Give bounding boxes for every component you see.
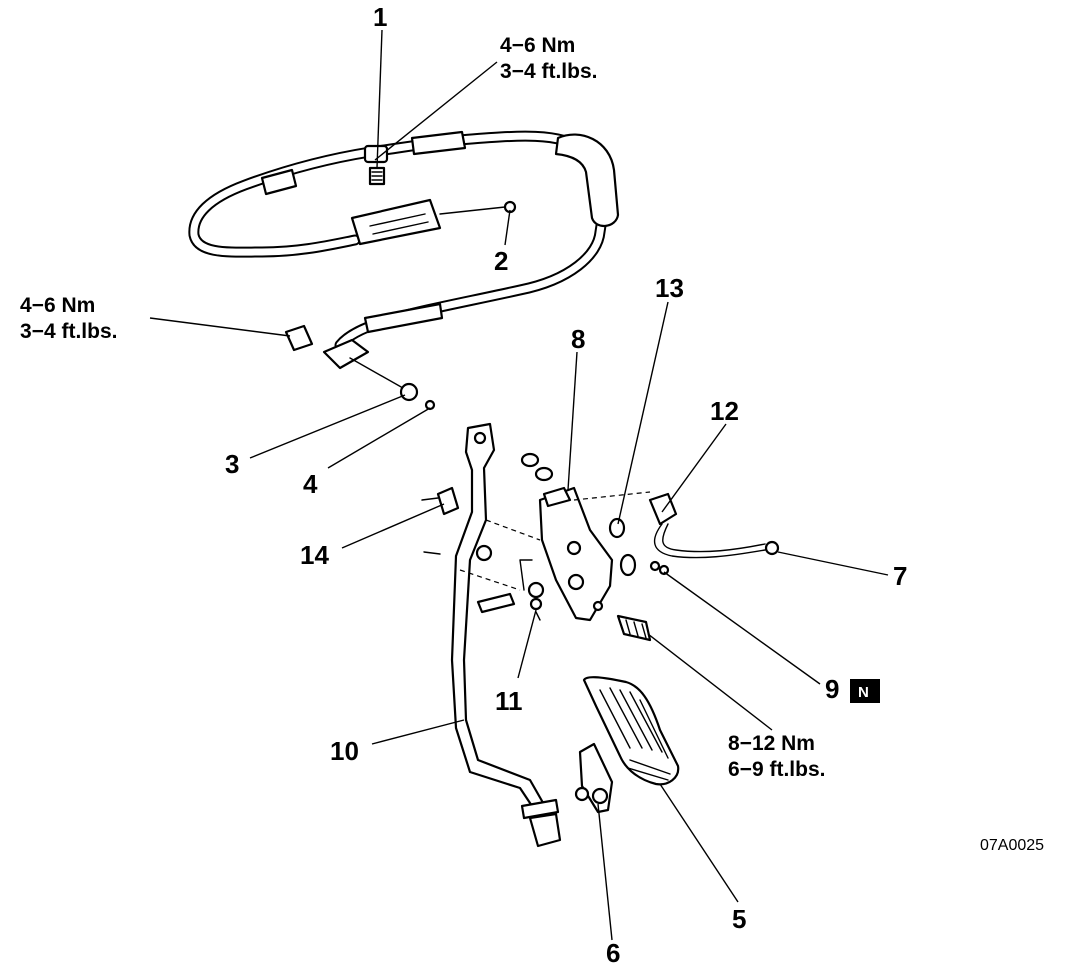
pedal-arm: [450, 422, 562, 848]
callout-3: 3: [225, 449, 239, 479]
callout-5: 5: [732, 904, 746, 934]
torque-left-ftlbs: 3−4 ft.lbs.: [20, 320, 117, 343]
callout-10: 10: [330, 736, 359, 766]
torque-bolt-nm: 8−12 Nm: [728, 732, 815, 755]
callout-12: 12: [710, 396, 739, 426]
torque-top-nm: 4−6 Nm: [500, 34, 575, 57]
bushings: [520, 452, 554, 482]
pedal-bracket: [538, 486, 614, 622]
callout-labels: 1 2 3 4 5 6 7 8 9 10 11 12 13 14: [225, 2, 907, 968]
pedal-switch-harness: [648, 492, 780, 576]
callout-13: 13: [655, 273, 684, 303]
callout-7: 7: [893, 561, 907, 591]
callout-6: 6: [606, 938, 620, 968]
bracket-bolt: [616, 614, 652, 642]
accelerator-cable: [188, 130, 620, 411]
callout-8: 8: [571, 324, 585, 354]
figure-code: 07A0025: [980, 837, 1044, 854]
callout-2: 2: [494, 246, 508, 276]
pivot-bolt: [421, 486, 460, 516]
callout-11: 11: [495, 686, 523, 716]
pedal-pad: [582, 676, 680, 786]
clip-pin: [423, 551, 441, 555]
callout-14: 14: [300, 540, 329, 570]
pad-bracket: [574, 742, 614, 814]
n-badge-label: N: [858, 684, 869, 701]
callout-9: 9: [825, 674, 839, 704]
stopper: [608, 517, 626, 539]
callout-1: 1: [373, 2, 387, 32]
washer: [619, 553, 637, 577]
alignment-lines: [459, 491, 651, 591]
n-badge: N: [850, 679, 880, 703]
callout-4: 4: [303, 469, 318, 499]
torque-specs: 4−6 Nm 3−4 ft.lbs. 4−6 Nm 3−4 ft.lbs. 8−…: [20, 34, 825, 781]
torque-top-ftlbs: 3−4 ft.lbs.: [500, 60, 597, 83]
return-spring: [476, 559, 545, 621]
torque-left-nm: 4−6 Nm: [20, 294, 95, 317]
leader-lines: [149, 29, 889, 941]
torque-bolt-ftlbs: 6−9 ft.lbs.: [728, 758, 825, 781]
